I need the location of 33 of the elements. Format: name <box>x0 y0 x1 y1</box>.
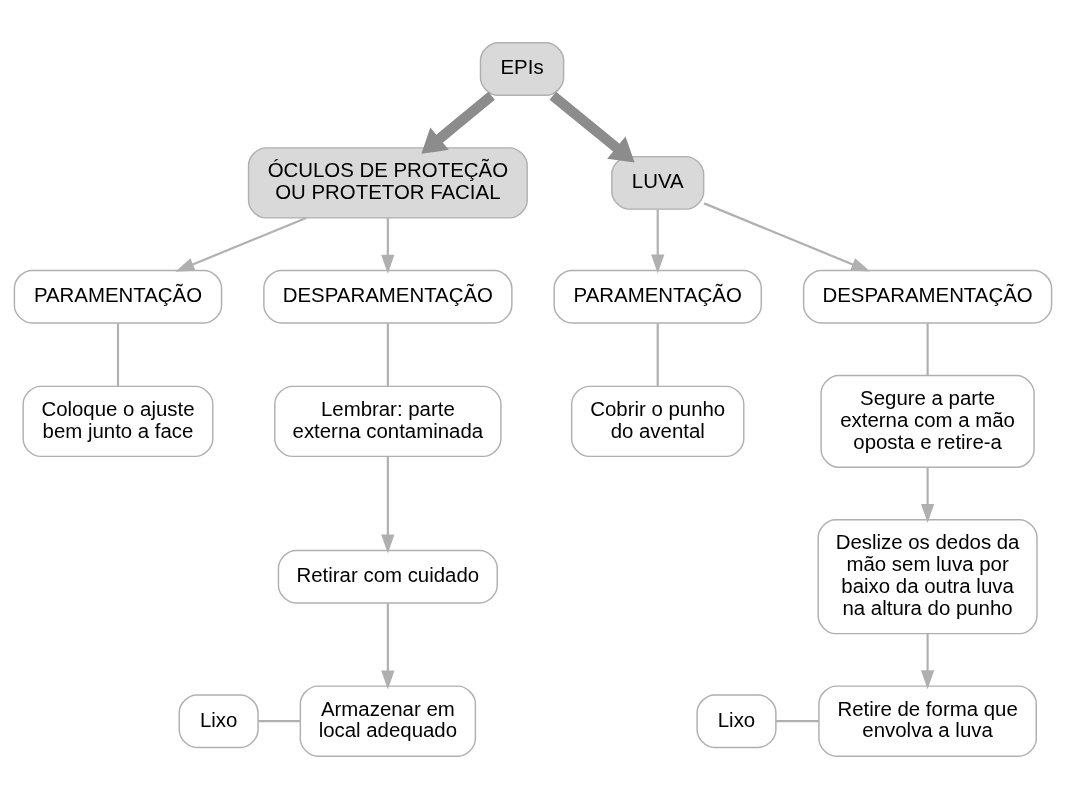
node-box: Cobrir o punho do avental <box>570 385 745 457</box>
node-box: EPIs <box>479 41 565 96</box>
arrow <box>175 216 307 272</box>
node-box: Lembrar: parte externa contaminada <box>274 385 502 457</box>
arrow <box>381 456 395 553</box>
connector <box>386 322 389 386</box>
node-box: Segure a parte externa com a mão oposta e retire-a <box>820 374 1035 468</box>
arrow <box>421 91 495 154</box>
connector <box>258 719 301 722</box>
arrow <box>651 209 665 273</box>
node-box: DESPARAMENTAÇÃO <box>263 269 513 324</box>
connector <box>776 719 819 722</box>
arrow <box>549 91 635 163</box>
arrow <box>381 217 395 274</box>
node-box: LUVA <box>611 155 705 210</box>
node-box: Armazenar em local adequado <box>299 684 477 757</box>
node-box: ÓCULOS DE PROTEÇÃO OU PROTETOR FACIAL <box>247 146 528 219</box>
connector <box>116 322 120 386</box>
node-box: PARAMENTAÇÃO <box>13 269 223 324</box>
node-box: Lixo <box>178 693 259 748</box>
node-box: DESPARAMENTAÇÃO <box>802 269 1053 324</box>
node-box: Deslize os dedos da mão sem luva por baixo da outra luva na altura do punho <box>817 518 1038 634</box>
arrow <box>920 633 935 689</box>
node-box: Retirar com cuidado <box>277 549 498 604</box>
connector <box>656 322 659 386</box>
node-box: Retire de forma que envolva a luva <box>818 684 1037 757</box>
arrow <box>703 201 871 272</box>
node-box: Coloque o ajuste bem junto a face <box>22 385 214 457</box>
node-box: Lixo <box>696 693 777 748</box>
arrow <box>920 466 935 523</box>
node-box: PARAMENTAÇÃO <box>553 269 762 324</box>
connector <box>926 322 929 375</box>
arrow <box>381 603 395 689</box>
